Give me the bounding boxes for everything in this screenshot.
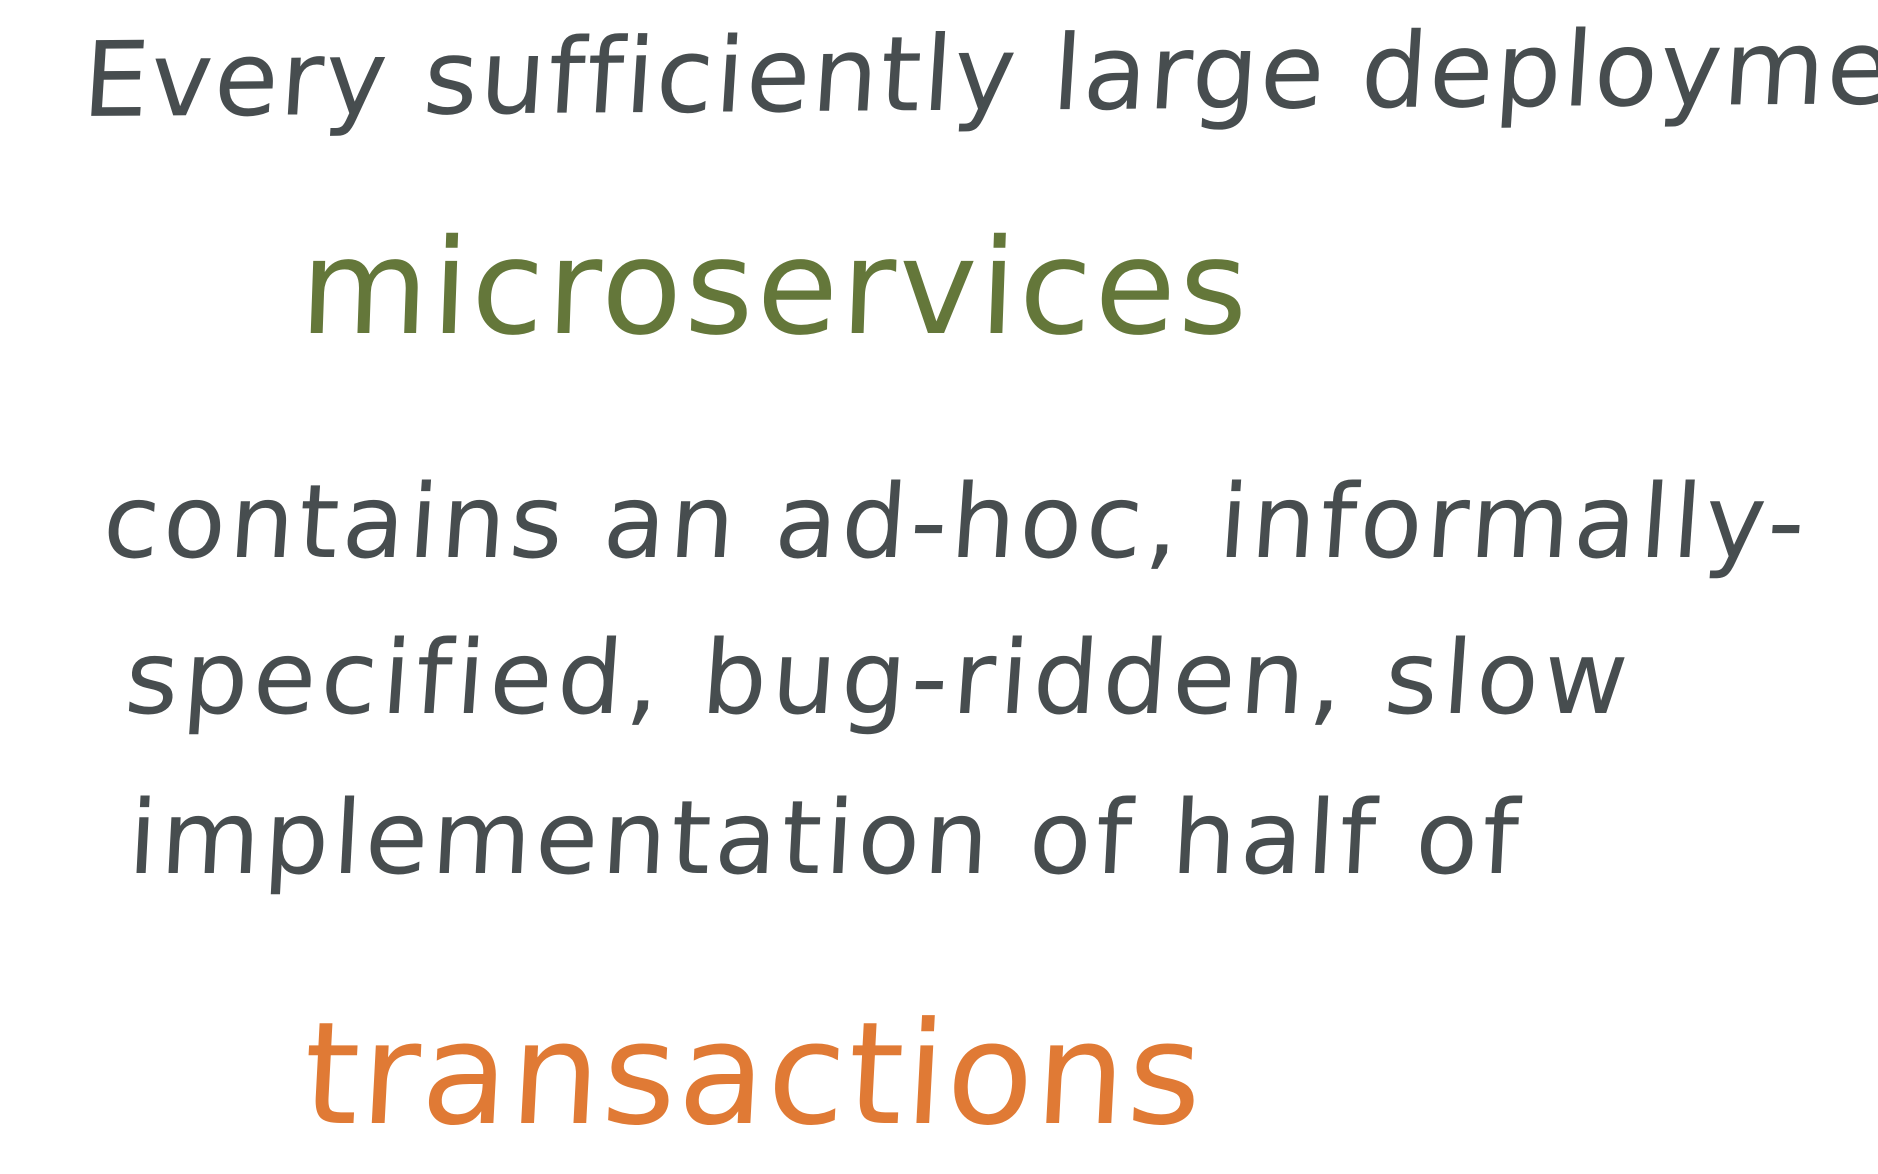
highlight-word-transactions: transactions — [299, 992, 1209, 1157]
quote-line-4: implementation of half of — [125, 779, 1526, 898]
quote-line-2: contains an ad-hoc, informally- — [99, 463, 1813, 582]
highlight-word-microservices: microservices — [297, 211, 1254, 365]
quote-line-1: Every sufficiently large deployment of — [79, 5, 1878, 141]
quote-line-3: specified, bug-ridden, slow — [121, 619, 1637, 738]
